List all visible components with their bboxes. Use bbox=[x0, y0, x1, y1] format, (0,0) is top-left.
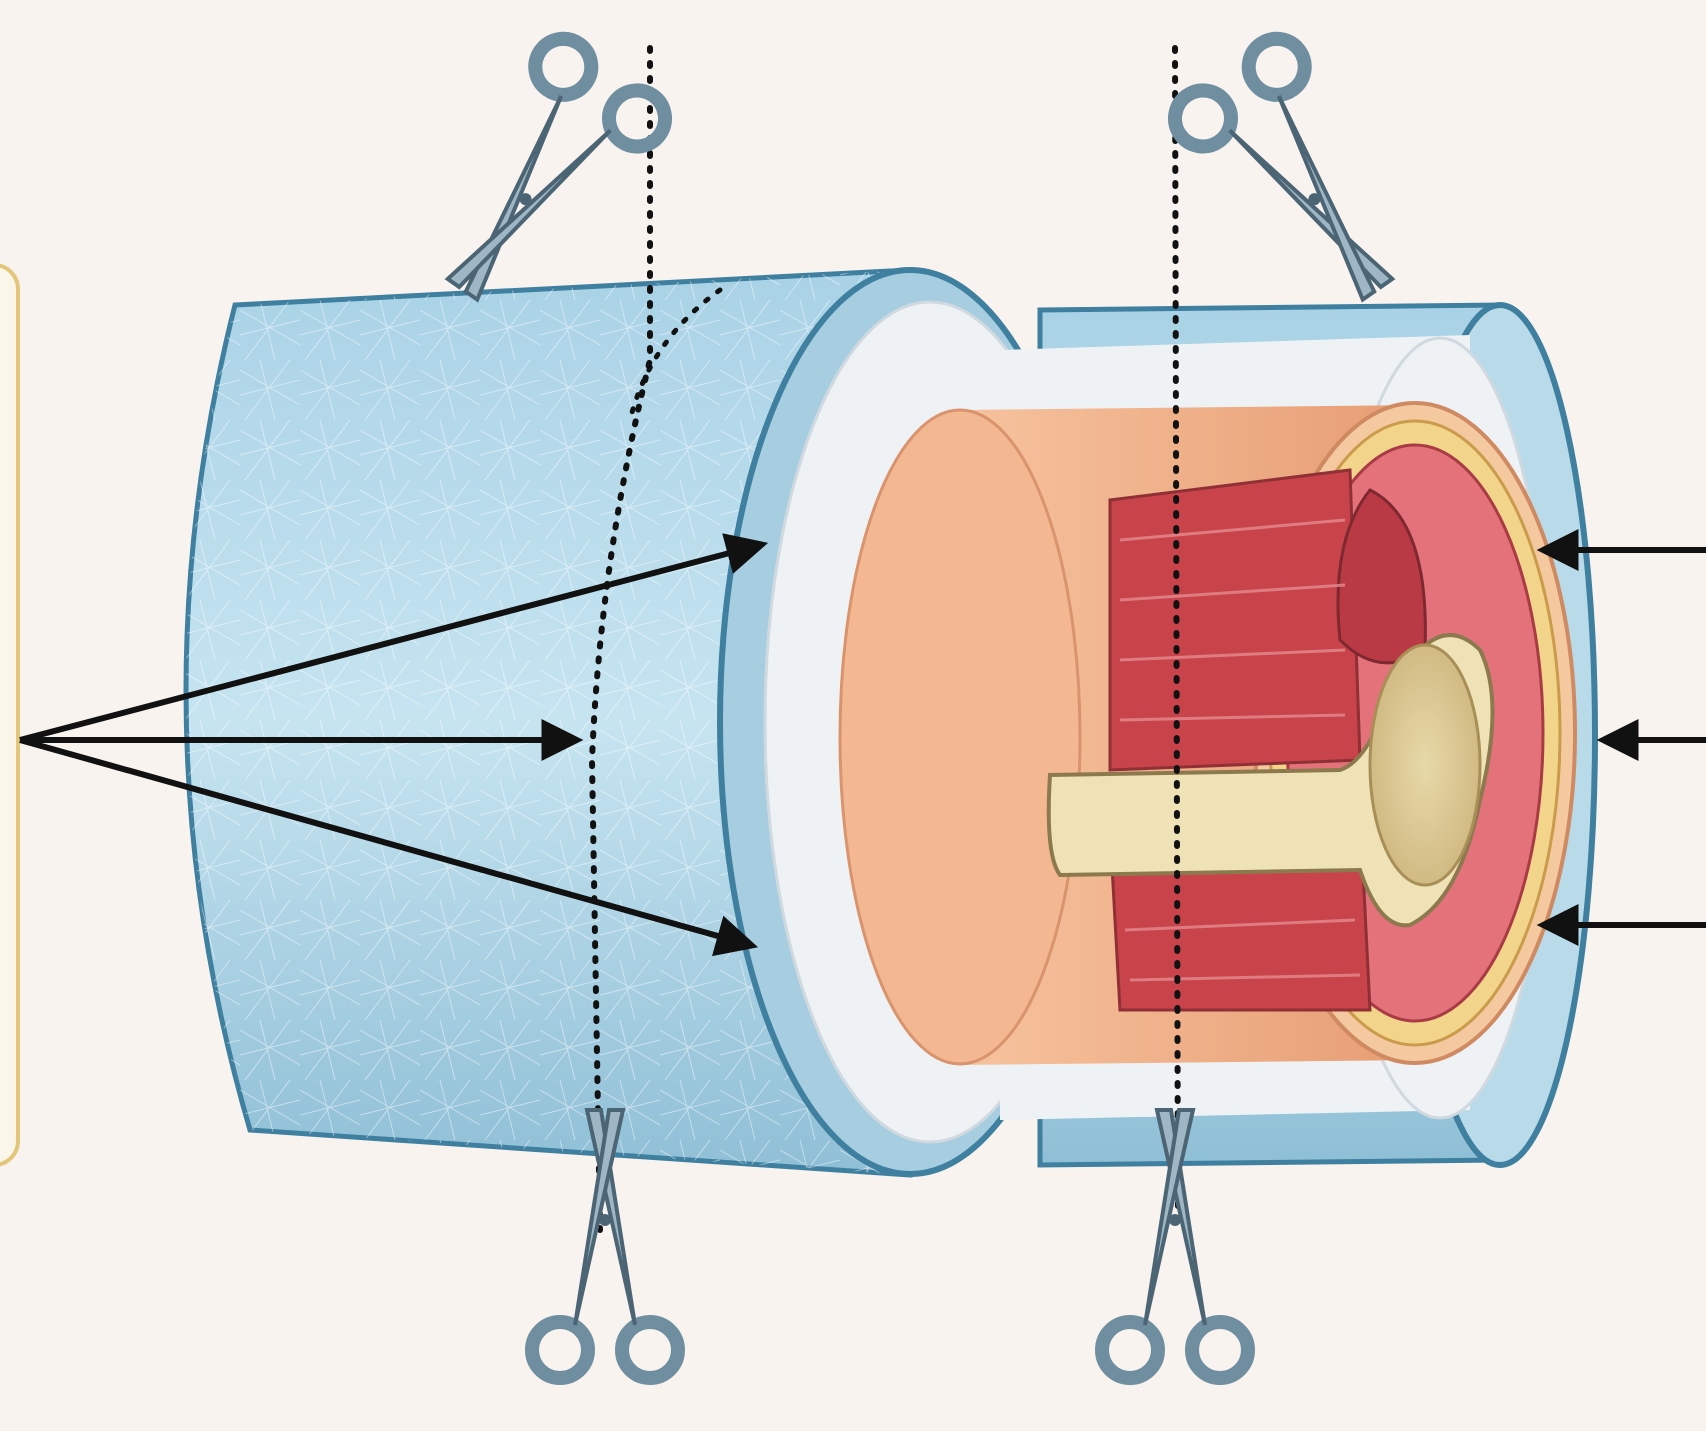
label-box bbox=[0, 265, 18, 1165]
scissors-icon bbox=[1164, 28, 1437, 331]
marrow bbox=[1370, 645, 1480, 885]
